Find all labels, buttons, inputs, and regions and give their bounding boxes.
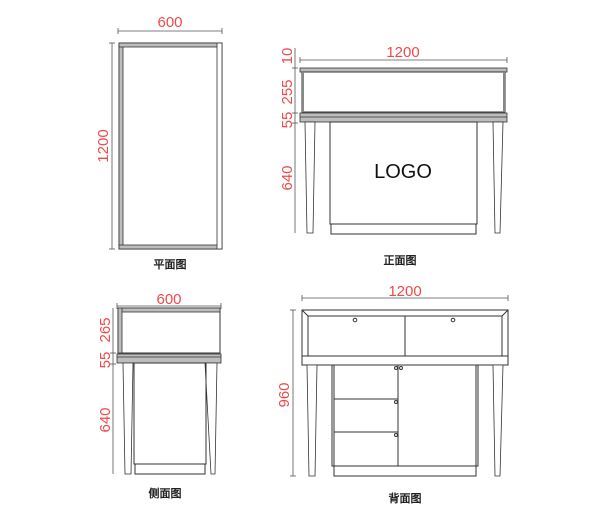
front-view: 1200 10 255 55 640 LOGO 正面图 bbox=[279, 44, 508, 267]
front-top-thickness-dimension: 10 bbox=[279, 48, 296, 65]
front-width-dimension: 1200 bbox=[386, 44, 419, 61]
side-view: 600 265 55 640 侧面图 bbox=[97, 291, 222, 500]
plan-view-caption: 平面图 bbox=[154, 258, 187, 271]
side-glass-height-dimension: 265 bbox=[97, 317, 114, 342]
back-width-dimension: 1200 bbox=[388, 283, 421, 300]
side-base-band-dimension: 55 bbox=[97, 352, 114, 369]
front-leg-height-dimension: 640 bbox=[279, 165, 296, 190]
back-view: 1200 960 背面图 bbox=[276, 283, 509, 505]
back-view-caption: 背面图 bbox=[389, 491, 422, 505]
plan-view: 600 1200 平面图 bbox=[95, 14, 223, 271]
side-leg-height-dimension: 640 bbox=[97, 407, 114, 432]
plan-depth-dimension: 1200 bbox=[95, 129, 112, 162]
side-view-caption: 侧面图 bbox=[149, 486, 182, 500]
plan-width-dimension: 600 bbox=[157, 14, 182, 31]
logo-placeholder: LOGO bbox=[374, 161, 432, 183]
side-width-dimension: 600 bbox=[156, 291, 181, 308]
front-glass-height-dimension: 255 bbox=[279, 79, 296, 104]
front-base-band-dimension: 55 bbox=[279, 112, 296, 129]
front-view-caption: 正面图 bbox=[384, 254, 417, 267]
back-total-height-dimension: 960 bbox=[276, 382, 293, 407]
